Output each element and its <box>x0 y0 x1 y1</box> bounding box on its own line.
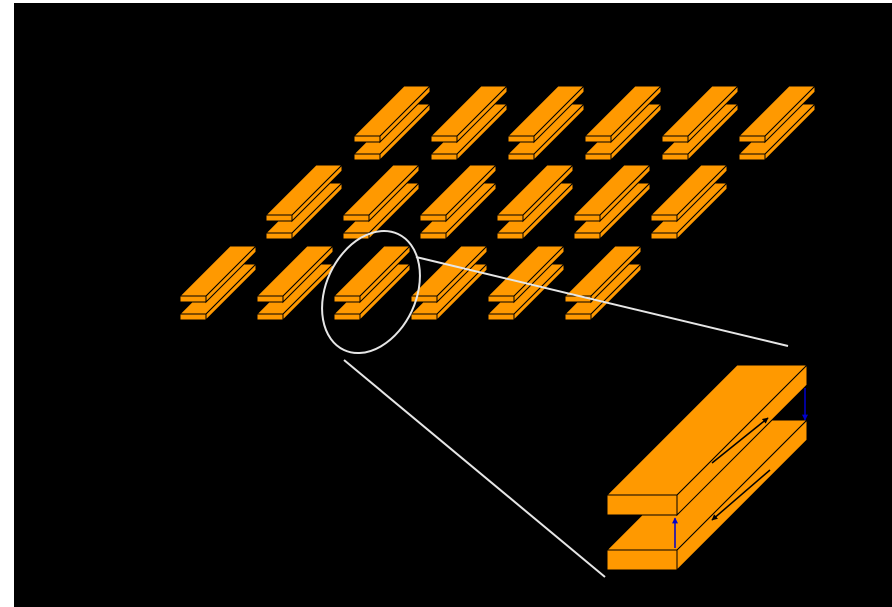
plate-front-face <box>353 153 381 161</box>
plate-front-face <box>606 494 678 516</box>
current-arrow-upper <box>711 417 769 464</box>
array-element-r2-c1 <box>264 163 344 241</box>
array-element-r3-c2 <box>255 244 335 322</box>
plate-front-face <box>419 232 447 240</box>
array-element-r2-c6 <box>649 163 729 241</box>
array-element-r2-c2 <box>341 163 421 241</box>
plate-front-face <box>410 313 438 321</box>
leader-line-lower <box>343 359 606 578</box>
zoomed-element <box>605 363 809 572</box>
plate-front-face <box>584 153 612 161</box>
diagram-svg <box>14 3 892 607</box>
plate-front-face <box>507 135 535 143</box>
plate-front-face <box>265 232 293 240</box>
plate-front-face <box>650 232 678 240</box>
array-element-r3-c6 <box>563 244 643 322</box>
plate-front-face <box>650 214 678 222</box>
plate-front-face <box>564 313 592 321</box>
array-element-r3-c4 <box>409 244 489 322</box>
upper-plate <box>563 244 643 304</box>
plate-front-face <box>661 153 689 161</box>
current-arrow-lower <box>711 469 771 521</box>
array-element-r2-c3 <box>418 163 498 241</box>
array-element-r1-c2 <box>429 84 509 162</box>
zoom-callout <box>321 229 789 578</box>
plate-front-face <box>333 295 361 303</box>
array-element-r3-c3 <box>332 244 412 322</box>
upper-plate <box>255 244 335 304</box>
array-element-r1-c6 <box>737 84 817 162</box>
plate-front-face <box>179 295 207 303</box>
plate-front-face <box>487 295 515 303</box>
plate-front-face <box>419 214 447 222</box>
plate-front-face <box>496 214 524 222</box>
plate-front-face <box>573 232 601 240</box>
array-element-r1-c4 <box>583 84 663 162</box>
upper-plate <box>660 84 740 144</box>
upper-plate <box>429 84 509 144</box>
plate-front-face <box>265 214 293 222</box>
upper-plate <box>486 244 566 304</box>
plate-front-face <box>496 232 524 240</box>
callout-ellipse <box>321 229 421 355</box>
plate-front-face <box>342 214 370 222</box>
array-element-r1-c5 <box>660 84 740 162</box>
diagram-canvas <box>14 3 892 607</box>
plate-front-face <box>430 135 458 143</box>
plate-front-face <box>606 549 678 571</box>
upper-plate <box>178 244 258 304</box>
plate-front-face <box>738 153 766 161</box>
plate-front-face <box>256 313 284 321</box>
array-element-r1-c3 <box>506 84 586 162</box>
plate-front-face <box>661 135 689 143</box>
plate-front-face <box>573 214 601 222</box>
plate-front-face <box>353 135 381 143</box>
upper-plate <box>341 163 421 223</box>
plate-front-face <box>564 295 592 303</box>
plate-front-face <box>738 135 766 143</box>
plate-array <box>178 84 817 322</box>
upper-plate <box>572 163 652 223</box>
upper-plate <box>264 163 344 223</box>
plate-front-face <box>487 313 515 321</box>
array-element-r1-c1 <box>352 84 432 162</box>
leader-line-upper <box>415 256 789 347</box>
upper-plate <box>418 163 498 223</box>
upper-plate <box>583 84 663 144</box>
plate-front-face <box>584 135 612 143</box>
plate-front-face <box>430 153 458 161</box>
plate-front-face <box>179 313 207 321</box>
array-element-r3-c5 <box>486 244 566 322</box>
upper-plate <box>332 244 412 304</box>
array-element-r2-c5 <box>572 163 652 241</box>
plate-front-face <box>507 153 535 161</box>
upper-plate <box>649 163 729 223</box>
upper-plate <box>506 84 586 144</box>
array-element-r2-c4 <box>495 163 575 241</box>
zoomed-upper-plate <box>605 363 809 517</box>
diagram-background <box>14 3 892 607</box>
upper-plate <box>495 163 575 223</box>
array-element-r3-c1 <box>178 244 258 322</box>
plate-front-face <box>333 313 361 321</box>
upper-plate <box>352 84 432 144</box>
plate-front-face <box>256 295 284 303</box>
upper-plate <box>737 84 817 144</box>
